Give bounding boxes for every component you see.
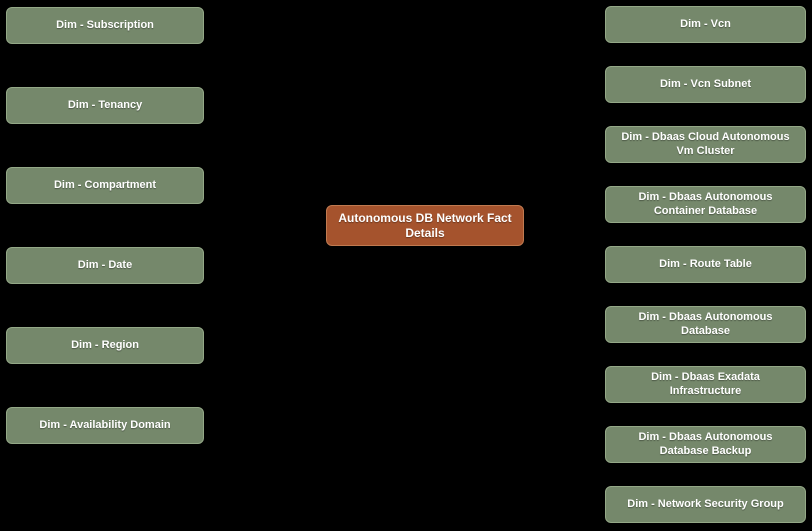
dimension-node[interactable]: Dim - Dbaas Autonomous Container Databas… bbox=[605, 186, 806, 223]
dimension-node[interactable]: Dim - Dbaas Exadata Infrastructure bbox=[605, 366, 806, 403]
dimension-node[interactable]: Dim - Dbaas Cloud Autonomous Vm Cluster bbox=[605, 126, 806, 163]
dimension-node[interactable]: Dim - Date bbox=[6, 247, 204, 284]
dimension-node[interactable]: Dim - Route Table bbox=[605, 246, 806, 283]
dimension-node[interactable]: Dim - Availability Domain bbox=[6, 407, 204, 444]
dimension-node[interactable]: Dim - Compartment bbox=[6, 167, 204, 204]
dimension-node[interactable]: Dim - Region bbox=[6, 327, 204, 364]
dimension-node[interactable]: Dim - Tenancy bbox=[6, 87, 204, 124]
dimension-node[interactable]: Dim - Dbaas Autonomous Database bbox=[605, 306, 806, 343]
dimension-node[interactable]: Dim - Subscription bbox=[6, 7, 204, 44]
dimension-node[interactable]: Dim - Dbaas Autonomous Database Backup bbox=[605, 426, 806, 463]
fact-node[interactable]: Autonomous DB Network Fact Details bbox=[326, 205, 524, 246]
dimension-node[interactable]: Dim - Network Security Group bbox=[605, 486, 806, 523]
dimension-node[interactable]: Dim - Vcn Subnet bbox=[605, 66, 806, 103]
dimension-node[interactable]: Dim - Vcn bbox=[605, 6, 806, 43]
